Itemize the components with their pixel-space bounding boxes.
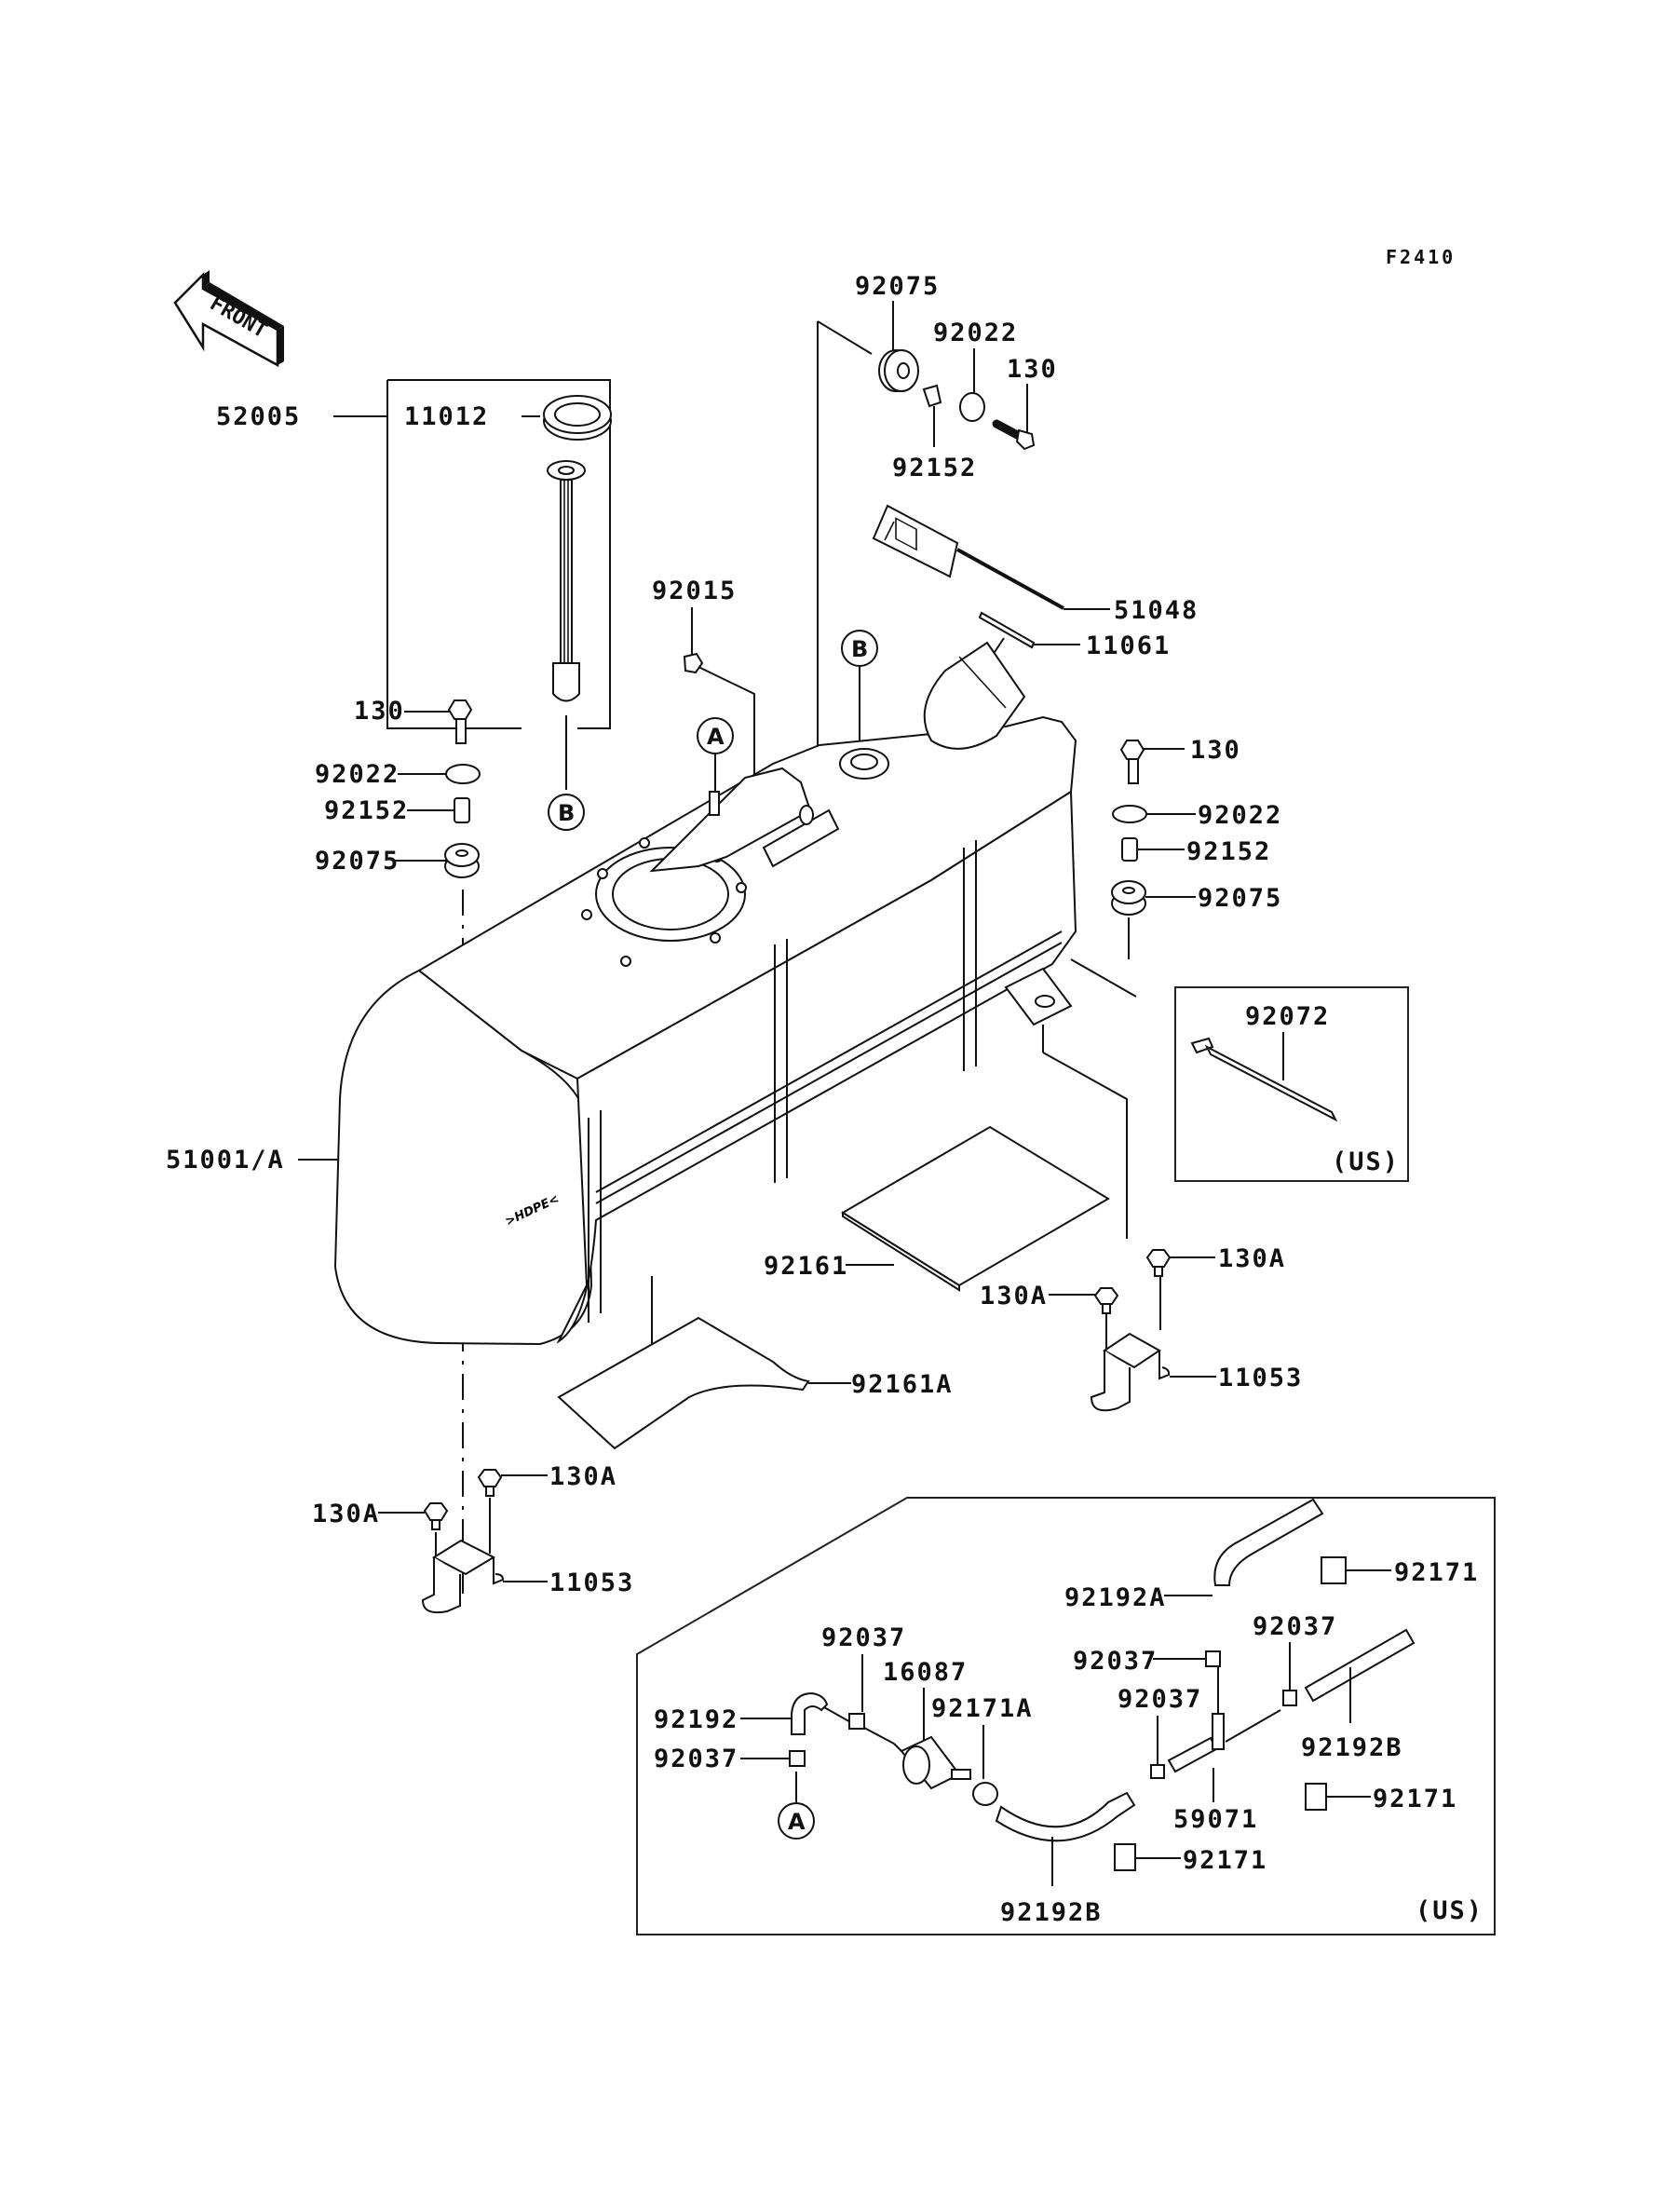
fuel-gauge-sender [547, 460, 586, 702]
callout-a-circle-box [778, 1802, 815, 1840]
bracket-11053-right: 130A 130A 11053 [980, 1244, 1303, 1412]
label-92022-top: 92022 [933, 319, 1018, 347]
label-130-left: 130 [354, 697, 405, 726]
label-92022-right: 92022 [1198, 801, 1282, 830]
bracket-11053-left: 130A 130A 11053 [312, 1462, 634, 1614]
label-92075-right: 92075 [1198, 884, 1282, 913]
label-92192: 92192 [654, 1705, 738, 1734]
label-52005: 52005 [216, 402, 301, 431]
top-mount-hardware: 92075 92022 130 92152 [817, 272, 1058, 829]
label-92022-left: 92022 [315, 760, 400, 789]
label-92037-3: 92037 [1118, 1685, 1202, 1714]
label-92072-region: (US) [1332, 1148, 1400, 1176]
label-92192b-right: 92192B [1301, 1733, 1403, 1762]
label-92072: 92072 [1245, 1002, 1330, 1031]
front-arrow-icon: FRONT [173, 270, 284, 368]
label-92171a: 92171A [931, 1694, 1034, 1723]
label-11053-left: 11053 [549, 1569, 634, 1597]
label-11053-right: 11053 [1218, 1364, 1303, 1392]
label-130-right: 130 [1190, 736, 1241, 765]
fuel-gauge-group: 52005 11012 B [216, 379, 612, 831]
label-92037-2: 92037 [1253, 1612, 1337, 1641]
callout-b-circle [548, 794, 585, 831]
label-92192b-bottom: 92192B [1000, 1898, 1103, 1927]
label-11012: 11012 [404, 402, 489, 431]
label-hose-box-region: (US) [1416, 1896, 1484, 1925]
right-mount-hardware: 130 92022 92152 92075 [1070, 736, 1282, 998]
label-92171-1: 92171 [1394, 1558, 1479, 1587]
callout-a-label-box: A [788, 1809, 806, 1835]
label-130a-r2: 130A [980, 1282, 1048, 1310]
label-92152-right: 92152 [1186, 837, 1271, 866]
callout-a-label-tank: A [707, 724, 725, 750]
left-mount-hardware: 130 92022 92152 92075 [315, 697, 481, 1602]
figure-reference: F2410 [1386, 246, 1456, 268]
label-92075-top: 92075 [855, 272, 940, 301]
label-11061: 11061 [1086, 631, 1171, 660]
label-92161: 92161 [764, 1252, 848, 1281]
fuel-hose-box: (US) 92192A 92171 92037 92037 92192B 920… [636, 1497, 1496, 1935]
label-92152-top: 92152 [892, 454, 977, 482]
pad-92161: 92161 [764, 1125, 1110, 1292]
gasket-11012 [543, 395, 612, 441]
cable-tie-box: 92072 (US) [1174, 986, 1409, 1182]
label-92192a: 92192A [1064, 1583, 1167, 1612]
label-130-top: 130 [1007, 355, 1058, 384]
nut-92015 [683, 652, 704, 674]
label-92171-3: 92171 [1183, 1846, 1267, 1875]
callout-b-label-tank: B [851, 636, 868, 662]
label-92015: 92015 [652, 577, 737, 605]
label-130a-l2: 130A [312, 1500, 380, 1528]
label-92152-left: 92152 [324, 796, 409, 825]
label-92037-4: 92037 [821, 1623, 906, 1652]
fuel-tank-51001a: >HDPE< [333, 641, 1128, 1369]
label-51001a: 51001/A [166, 1146, 285, 1175]
callout-b-label: B [558, 800, 575, 826]
label-16087: 16087 [883, 1658, 968, 1687]
label-51048: 51048 [1114, 596, 1199, 625]
label-92171-2: 92171 [1373, 1785, 1457, 1813]
label-92075-left: 92075 [315, 847, 400, 876]
label-92161a: 92161A [851, 1370, 954, 1399]
label-59071: 59071 [1173, 1805, 1258, 1834]
pad-92161a: 92161A [557, 1316, 954, 1450]
label-92037-1: 92037 [1073, 1647, 1158, 1676]
label-130a-l1: 130A [549, 1462, 617, 1491]
filter-51048: 51048 11061 [872, 504, 1199, 686]
label-92037-5: 92037 [654, 1745, 738, 1773]
label-130a-r1: 130A [1218, 1244, 1286, 1273]
